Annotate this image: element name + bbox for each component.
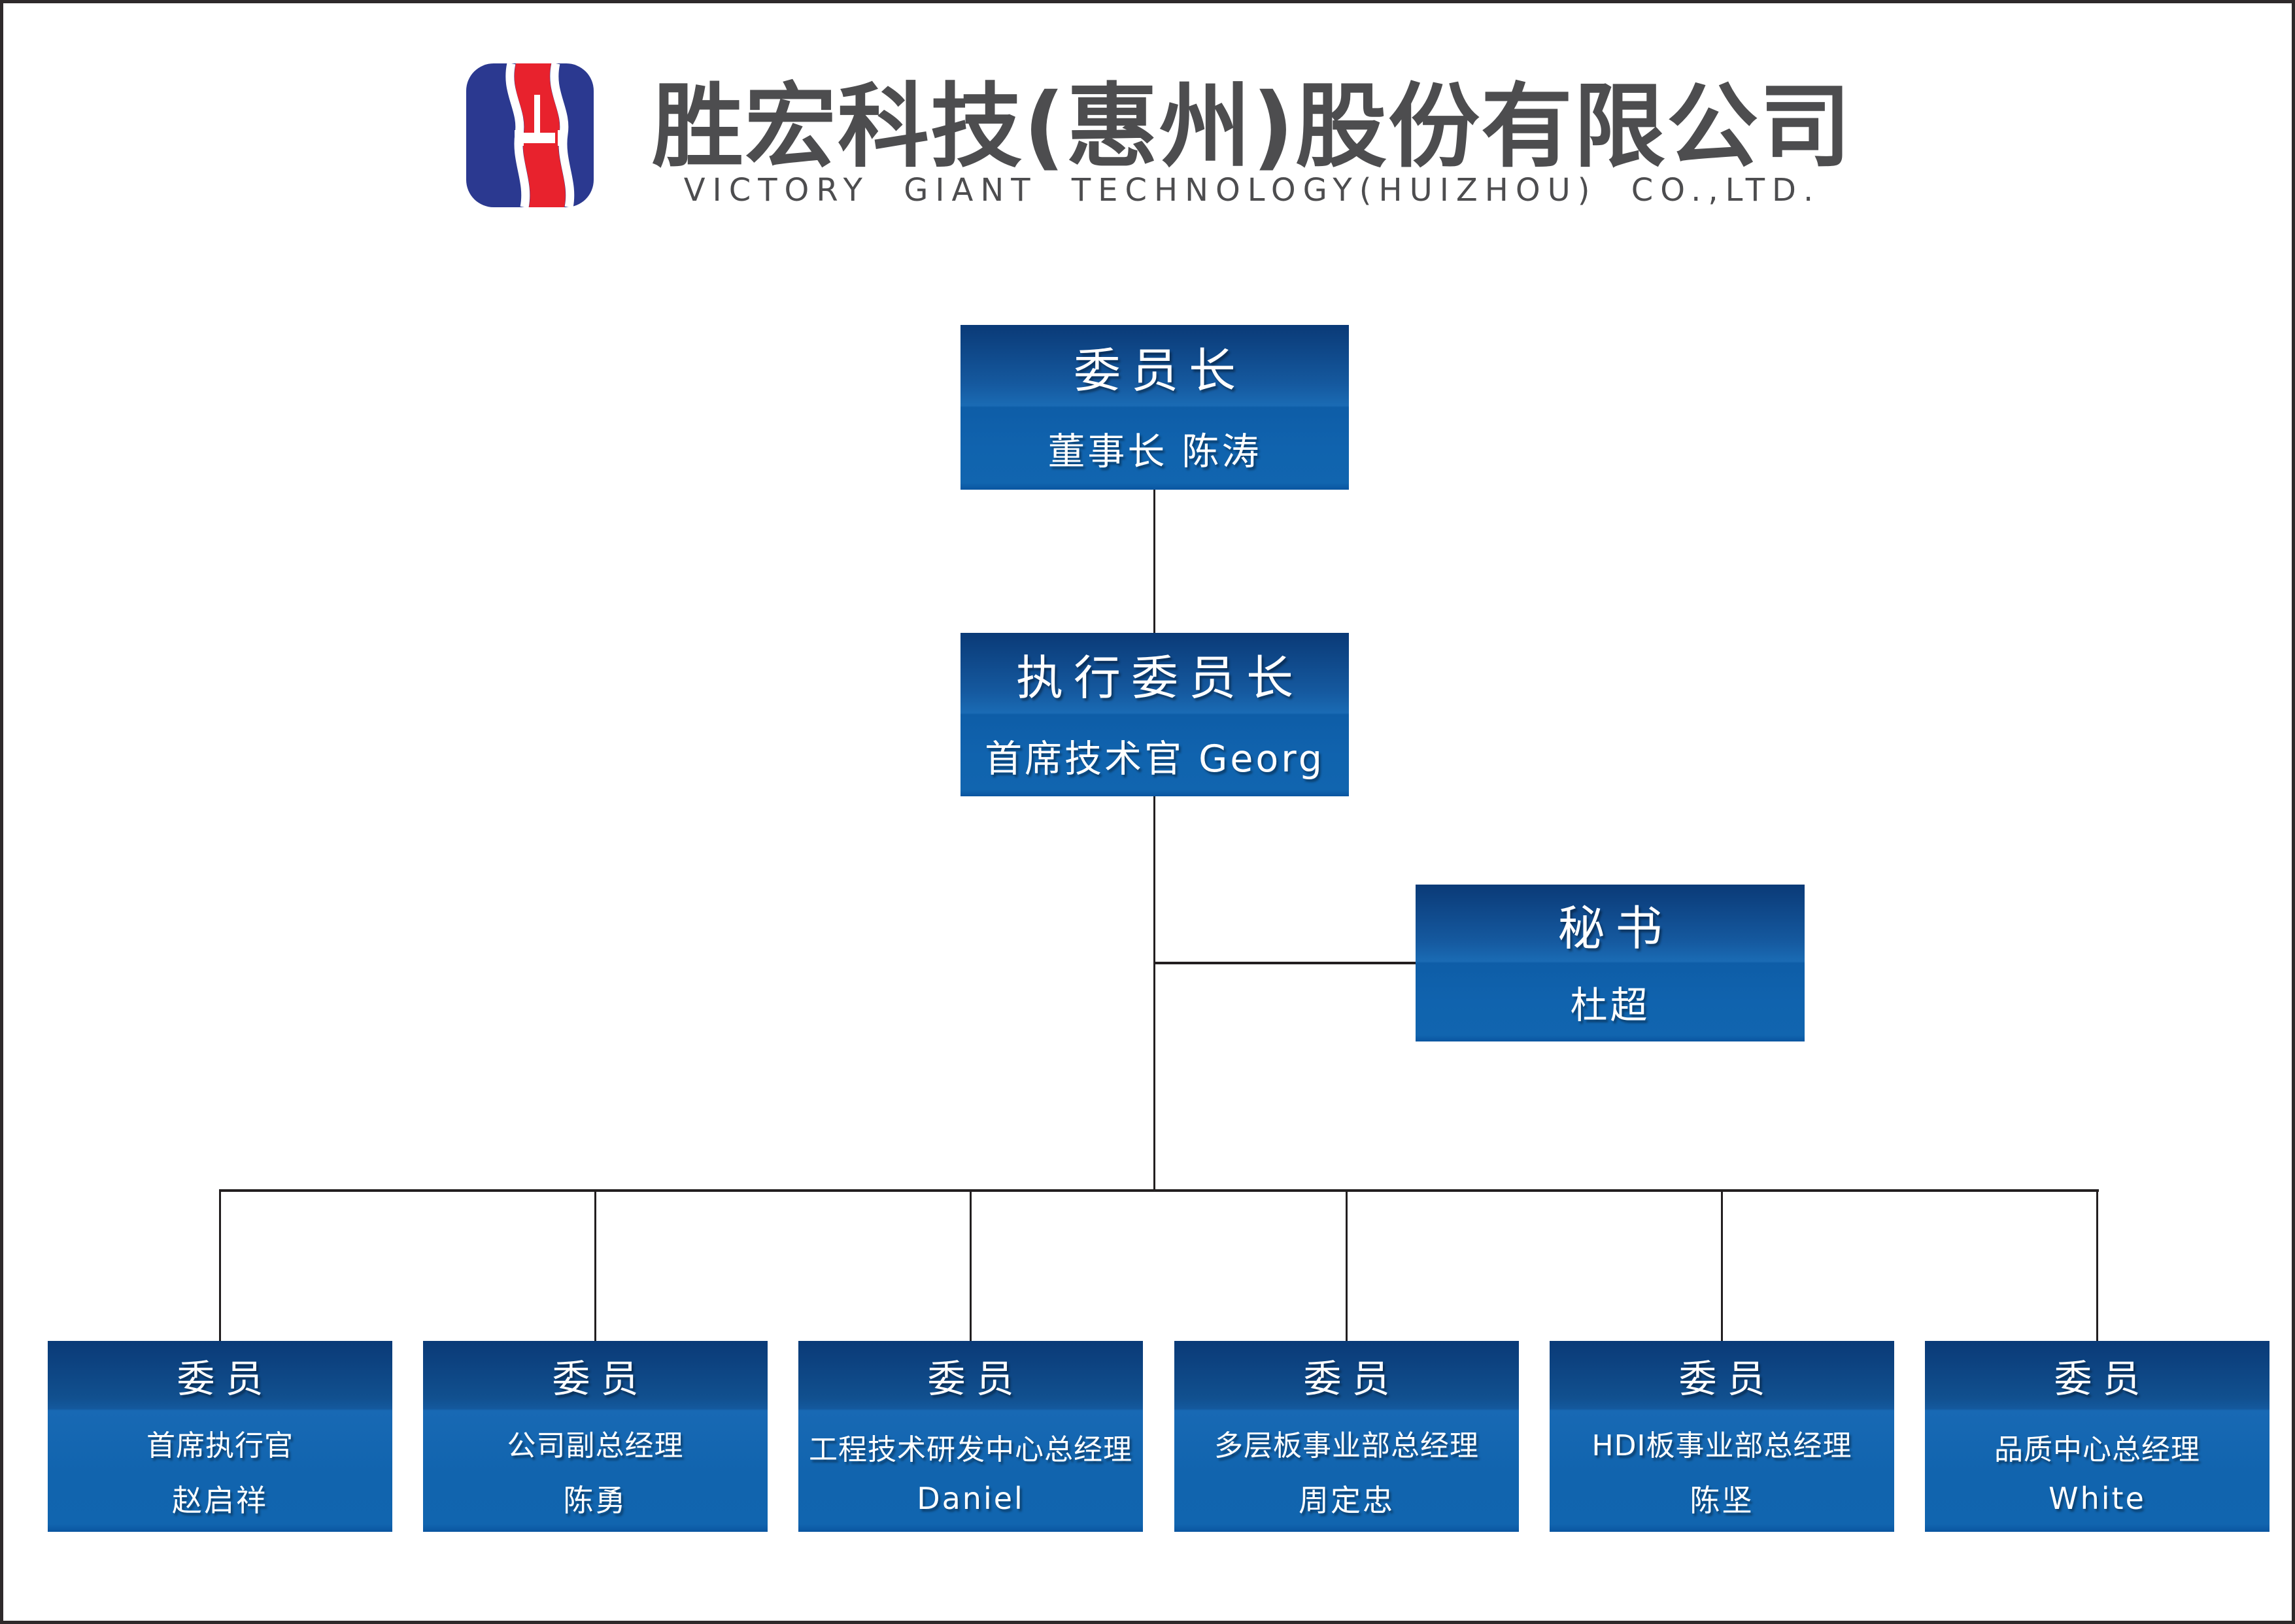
connector-branch-secretary — [1153, 962, 1416, 964]
company-logo-icon — [466, 62, 594, 209]
member-name: 周定忠 — [1299, 1482, 1395, 1518]
org-node-exec-chairman: 执行委员长 首席技术官 Georg — [960, 633, 1349, 796]
company-name-en: VICTORY GIANT TECHNOLOGY(HUIZHOU) CO.,LT… — [683, 172, 1821, 209]
org-node-member-2: 委员 公司副总经理 陈勇 — [423, 1341, 768, 1532]
node-title: 秘书 — [1557, 900, 1673, 956]
member-title: 委员 — [1678, 1356, 1776, 1401]
connector-drop-3 — [970, 1192, 972, 1341]
node-title: 委员长 — [1073, 343, 1246, 398]
org-node-member-1: 委员 首席执行官 赵启祥 — [48, 1341, 392, 1532]
connector-drop-2 — [594, 1192, 596, 1341]
org-node-member-4: 委员 多层板事业部总经理 周定忠 — [1174, 1341, 1519, 1532]
member-role: 工程技术研发中心总经理 — [809, 1432, 1132, 1466]
connector-drop-5 — [1721, 1192, 1723, 1341]
org-node-member-5: 委员 HDI板事业部总经理 陈坚 — [1550, 1341, 1894, 1532]
node-person: 首席技术官 Georg — [985, 737, 1325, 781]
node-person: 董事长 陈涛 — [1047, 430, 1262, 473]
connector-drop-1 — [219, 1192, 221, 1341]
member-title: 委员 — [1303, 1356, 1401, 1401]
member-title: 委员 — [2054, 1356, 2151, 1401]
org-node-secretary: 秘书 杜超 — [1416, 885, 1805, 1041]
node-title: 执行委员长 — [1015, 651, 1304, 705]
member-title: 委员 — [177, 1356, 274, 1401]
org-node-member-6: 委员 品质中心总经理 White — [1925, 1341, 2270, 1532]
member-role: 公司副总经理 — [507, 1429, 684, 1463]
connector-trunk-top — [1153, 490, 1155, 633]
connector-bus — [219, 1189, 2099, 1192]
org-node-chairman: 委员长 董事长 陈涛 — [960, 325, 1349, 490]
org-node-member-3: 委员 工程技术研发中心总经理 Daniel — [798, 1341, 1143, 1532]
member-name: 赵启祥 — [172, 1482, 268, 1518]
member-role: HDI板事业部总经理 — [1591, 1429, 1852, 1463]
member-name: 陈勇 — [563, 1482, 628, 1518]
member-name: 陈坚 — [1690, 1482, 1754, 1518]
connector-drop-4 — [1346, 1192, 1348, 1341]
company-name-zh: 胜宏科技(惠州)股份有限公司 — [652, 74, 1852, 180]
member-name: White — [2048, 1480, 2146, 1516]
connector-trunk-bottom — [1153, 796, 1155, 1191]
member-title: 委员 — [552, 1356, 649, 1401]
member-role: 品质中心总经理 — [1994, 1432, 2200, 1466]
member-title: 委员 — [927, 1356, 1025, 1401]
node-person: 杜超 — [1570, 984, 1650, 1027]
member-role: 多层板事业部总经理 — [1214, 1429, 1479, 1463]
member-role: 首席执行官 — [146, 1429, 294, 1463]
connector-drop-6 — [2096, 1192, 2098, 1341]
member-name: Daniel — [917, 1480, 1025, 1516]
